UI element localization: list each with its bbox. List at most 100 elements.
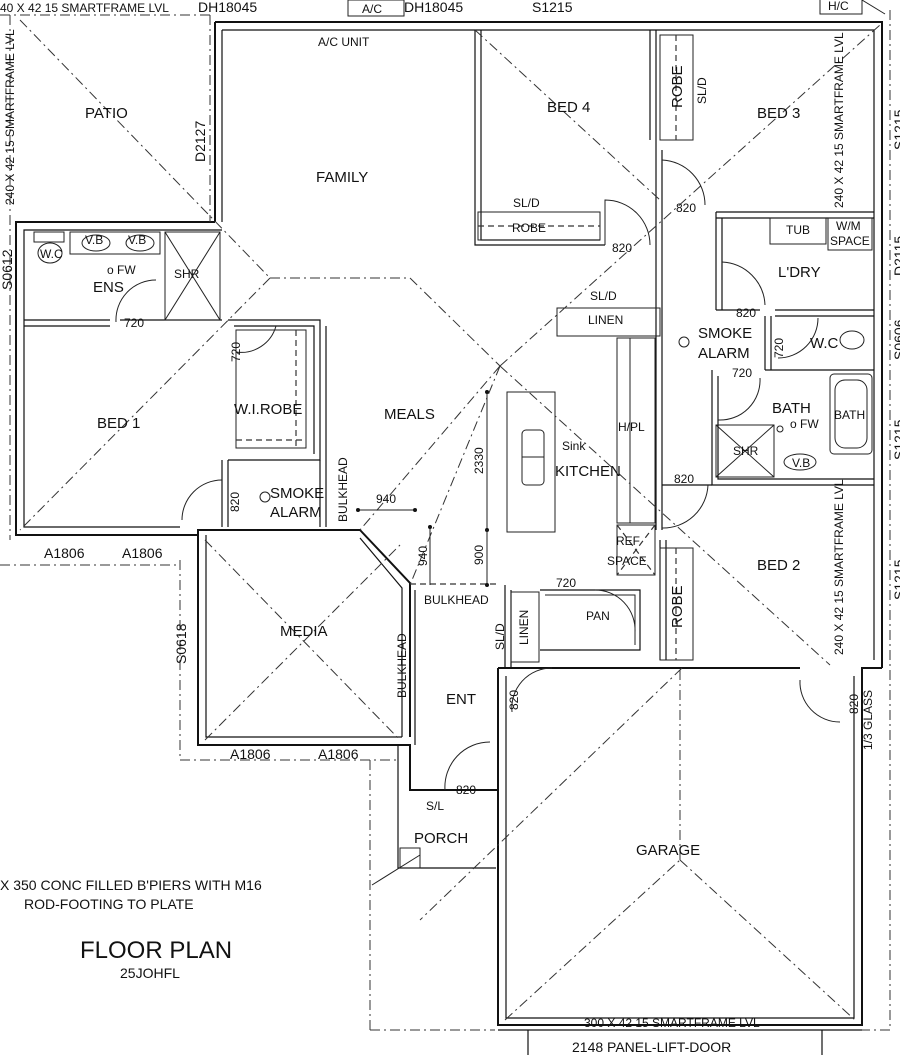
dimension-lines xyxy=(356,390,489,587)
shr-bath: SHR xyxy=(733,444,759,458)
dim-820-bed4: 820 xyxy=(612,241,632,255)
dim-720-ens: 720 xyxy=(124,316,144,330)
pan-label: PAN xyxy=(586,609,610,623)
room-ent: ENT xyxy=(446,691,476,708)
ac-unit-label: A/C UNIT xyxy=(318,35,370,49)
robe-bed3: ROBE xyxy=(669,65,686,108)
alarm-hall: ALARM xyxy=(698,345,750,362)
robe-bed2: ROBE xyxy=(669,585,686,628)
fw-bath: o FW xyxy=(790,417,819,431)
hpl-label: H/PL xyxy=(618,420,645,434)
linen-ent: LINEN xyxy=(517,610,531,645)
plan-subtitle: 25JOHFL xyxy=(120,965,180,981)
dim-940-v: 940 xyxy=(416,546,430,566)
shr-ens: SHR xyxy=(174,267,200,281)
opening-s0618: S0618 xyxy=(173,623,189,664)
sld-linen: SL/D xyxy=(590,289,617,303)
door-swings xyxy=(115,159,841,869)
vanity-basin-icon xyxy=(783,453,817,471)
dim-720-pan: 720 xyxy=(556,576,576,590)
wm-label-2: SPACE xyxy=(830,234,870,248)
opening-s0606: S0606 xyxy=(891,319,900,360)
lvl-right-upper: 240 X 42 15 SMARTFRAME LVL xyxy=(832,32,846,208)
toilet-icon xyxy=(839,330,865,350)
opening-a1806-2: A1806 xyxy=(122,545,163,561)
opening-dh18045-right: DH18045 xyxy=(404,0,463,15)
robe-bed4: ROBE xyxy=(512,221,546,235)
floor-waste-icon xyxy=(776,425,784,433)
alarm-bed1: ALARM xyxy=(270,504,322,521)
opening-a1806-3: A1806 xyxy=(230,746,271,762)
vb-bath: V.B xyxy=(792,456,810,470)
dim-820-ldry: 820 xyxy=(736,306,756,320)
opening-s1215-right-2: S1215 xyxy=(891,419,900,460)
room-bed3: BED 3 xyxy=(757,105,800,122)
dim-820-ent: 820 xyxy=(507,690,521,710)
vb-ens-1: V.B xyxy=(85,233,103,247)
wc-ens: W.C xyxy=(40,247,63,261)
lvl-garage: 300 X 42 15 SMARTFRAME LVL xyxy=(584,1016,760,1030)
garage-door-label: 2148 PANEL-LIFT-DOOR xyxy=(572,1039,731,1055)
bulkhead-meals: BULKHEAD xyxy=(336,457,350,522)
dim-720-bath: 720 xyxy=(732,366,752,380)
opening-a1806-4: A1806 xyxy=(318,746,359,762)
room-ldry: L'DRY xyxy=(778,264,821,281)
smoke-bed1: SMOKE xyxy=(270,485,324,502)
room-meals: MEALS xyxy=(384,406,435,423)
lvl-right-lower: 240 X 42 15 SMARTFRAME LVL xyxy=(832,479,846,655)
bulkhead-media: BULKHEAD xyxy=(395,633,409,698)
dim-820-garage: 820 xyxy=(847,694,861,714)
smoke-alarm-icon xyxy=(259,491,271,503)
dim-720-wc: 720 xyxy=(772,338,786,358)
lvl-top-note: 40 X 42 15 SMARTFRAME LVL xyxy=(0,1,169,15)
piers-note-line1: X 350 CONC FILLED B'PIERS WITH M16 xyxy=(0,877,262,893)
one-third-glass: 1/3 GLASS xyxy=(861,690,875,750)
opening-s1215-right-1: S1215 xyxy=(891,109,900,150)
room-bath: BATH xyxy=(772,400,811,417)
ac-label: A/C xyxy=(362,2,382,16)
room-wirobe: W.I.ROBE xyxy=(234,401,302,418)
exterior-walls xyxy=(15,21,883,1026)
vb-ens-2: V.B xyxy=(128,233,146,247)
opening-a1806-1: A1806 xyxy=(44,545,85,561)
plan-title: FLOOR PLAN xyxy=(80,937,232,964)
piers-note-line2: ROD-FOOTING TO PLATE xyxy=(24,896,194,912)
smoke-alarm-icon xyxy=(678,336,690,348)
top-right-box-label: H/C xyxy=(828,0,849,13)
sld-bed4: SL/D xyxy=(513,196,540,210)
ref-space-2: SPACE xyxy=(607,554,647,568)
room-bed2: BED 2 xyxy=(757,557,800,574)
room-ens: ENS xyxy=(93,279,124,296)
linen-hall: LINEN xyxy=(588,313,623,327)
room-porch: PORCH xyxy=(414,830,468,847)
opening-s1215-top: S1215 xyxy=(532,0,573,15)
room-bed1: BED 1 xyxy=(97,415,140,432)
dim-900: 900 xyxy=(472,545,486,565)
bath-tub-label: BATH xyxy=(834,408,865,422)
sld-linen-ent: SL/D xyxy=(493,623,507,650)
opening-d2115: D2115 xyxy=(891,236,900,276)
smoke-hall: SMOKE xyxy=(698,325,752,342)
dim-820-bed2: 820 xyxy=(674,472,694,486)
sink-label: Sink xyxy=(562,439,586,453)
bulkhead-ent: BULKHEAD xyxy=(424,593,489,607)
dim-820-bed1: 820 xyxy=(228,492,242,512)
roof-hip-lines xyxy=(0,10,891,1031)
room-garage: GARAGE xyxy=(636,842,700,859)
sld-bed3: SL/D xyxy=(695,77,709,104)
wc-main: W.C xyxy=(810,335,838,352)
opening-s0612: S0612 xyxy=(0,249,15,290)
opening-d2127: D2127 xyxy=(192,121,208,162)
wm-label-1: W/M xyxy=(836,219,861,233)
dim-2330: 2330 xyxy=(472,447,486,474)
opening-s1215-right-3: S1215 xyxy=(891,559,900,600)
interior-walls xyxy=(24,30,874,745)
lvl-left: 240 X 42 15 SMARTFRAME LVL xyxy=(3,29,17,205)
dim-720-wir: 720 xyxy=(229,342,243,362)
opening-dh18045-left: DH18045 xyxy=(198,0,257,15)
room-family: FAMILY xyxy=(316,169,368,186)
dim-820-porch: 820 xyxy=(456,783,476,797)
tub-label: TUB xyxy=(786,223,810,237)
ref-space-1: REF xyxy=(616,534,640,548)
